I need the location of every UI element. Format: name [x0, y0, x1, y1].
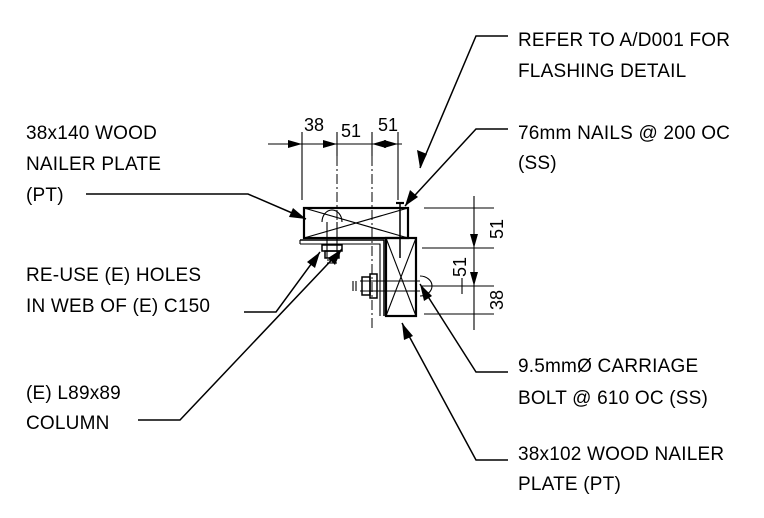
dim-right-38: 38	[487, 290, 507, 310]
nails-label-line1: 76mm NAILS @ 200 OC	[518, 123, 730, 144]
bolt-label-line2: BOLT @ 610 OC (SS)	[518, 388, 708, 409]
nailer-top-leader	[86, 193, 307, 220]
nailer-top-label-line1: 38x140 WOOD	[26, 123, 157, 144]
top-carriage-bolt	[321, 209, 343, 264]
top-nailer-plate	[302, 206, 410, 240]
dim-top-51a: 51	[341, 121, 361, 141]
column-label-line1: (E) L89x89	[26, 383, 121, 404]
side-nailer-plate	[384, 236, 418, 318]
dim-top-38: 38	[304, 115, 324, 135]
column-label-line2: COLUMN	[26, 413, 110, 434]
flashing-leader	[417, 35, 508, 169]
dim-right-51b: 51	[450, 257, 470, 277]
nailer-bottom-label-line2: PLATE (PT)	[518, 474, 621, 495]
flashing-label-line2: FLASHING DETAIL	[518, 61, 686, 82]
bolt-label-line1: 9.5mmØ CARRIAGE	[518, 356, 698, 377]
nailer-top-label-line3: (PT)	[26, 185, 64, 206]
nailer-top-label-line2: NAILER PLATE	[26, 154, 161, 175]
bolt-leader	[419, 283, 508, 373]
flashing-label-line1: REFER TO A/D001 FOR	[518, 30, 730, 51]
dim-top-51b: 51	[378, 115, 398, 135]
nails-label-line2: (SS)	[518, 153, 557, 174]
holes-label-line1: RE-USE (E) HOLES	[26, 265, 201, 286]
holes-label-line2: IN WEB OF (E) C150	[26, 296, 210, 317]
nailer-bottom-label-line1: 38x102 WOOD NAILER	[518, 444, 724, 465]
top-dimension-string: 38 51 51	[268, 115, 402, 330]
right-dimension-string: 51 51 38	[422, 196, 507, 330]
holes-leader	[244, 251, 321, 313]
nailer-bottom-leader	[401, 322, 508, 461]
nails-leader	[404, 128, 508, 207]
nail	[396, 201, 404, 258]
side-carriage-bolt	[352, 273, 433, 299]
dim-right-51a: 51	[487, 219, 507, 239]
